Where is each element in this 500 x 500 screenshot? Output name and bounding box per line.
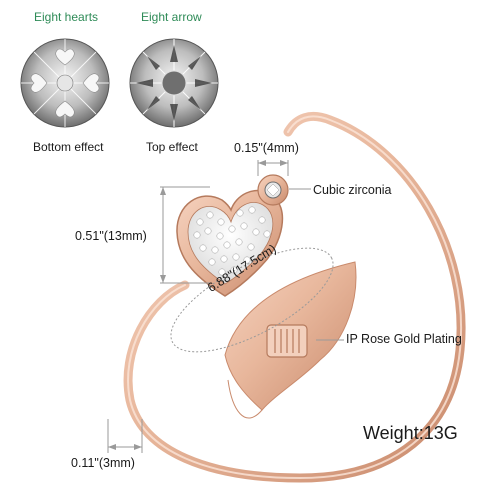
eight-arrow-caption: Eight arrow <box>141 10 202 24</box>
plating-label: IP Rose Gold Plating <box>346 332 462 346</box>
bangle-band <box>123 112 466 483</box>
heart-charm <box>176 189 284 297</box>
cubic-zirconia-stone <box>257 174 289 206</box>
band-width-label: 0.11"(3mm) <box>71 456 135 470</box>
cubic-zirconia-label: Cubic zirconia <box>313 183 392 197</box>
top-effect-diamond-icon <box>129 38 219 128</box>
top-effect-caption: Top effect <box>146 140 198 154</box>
weight-label: Weight:13G <box>363 423 458 443</box>
heart-height-label: 0.51"(13mm) <box>75 229 147 243</box>
stone-width-label: 0.15"(4mm) <box>234 141 299 155</box>
bottom-effect-caption: Bottom effect <box>33 140 104 154</box>
circumference-guide <box>170 247 334 353</box>
eight-hearts-caption: Eight hearts <box>34 10 99 24</box>
hinge-section <box>224 261 357 419</box>
bottom-effect-diamond-icon <box>20 38 110 128</box>
